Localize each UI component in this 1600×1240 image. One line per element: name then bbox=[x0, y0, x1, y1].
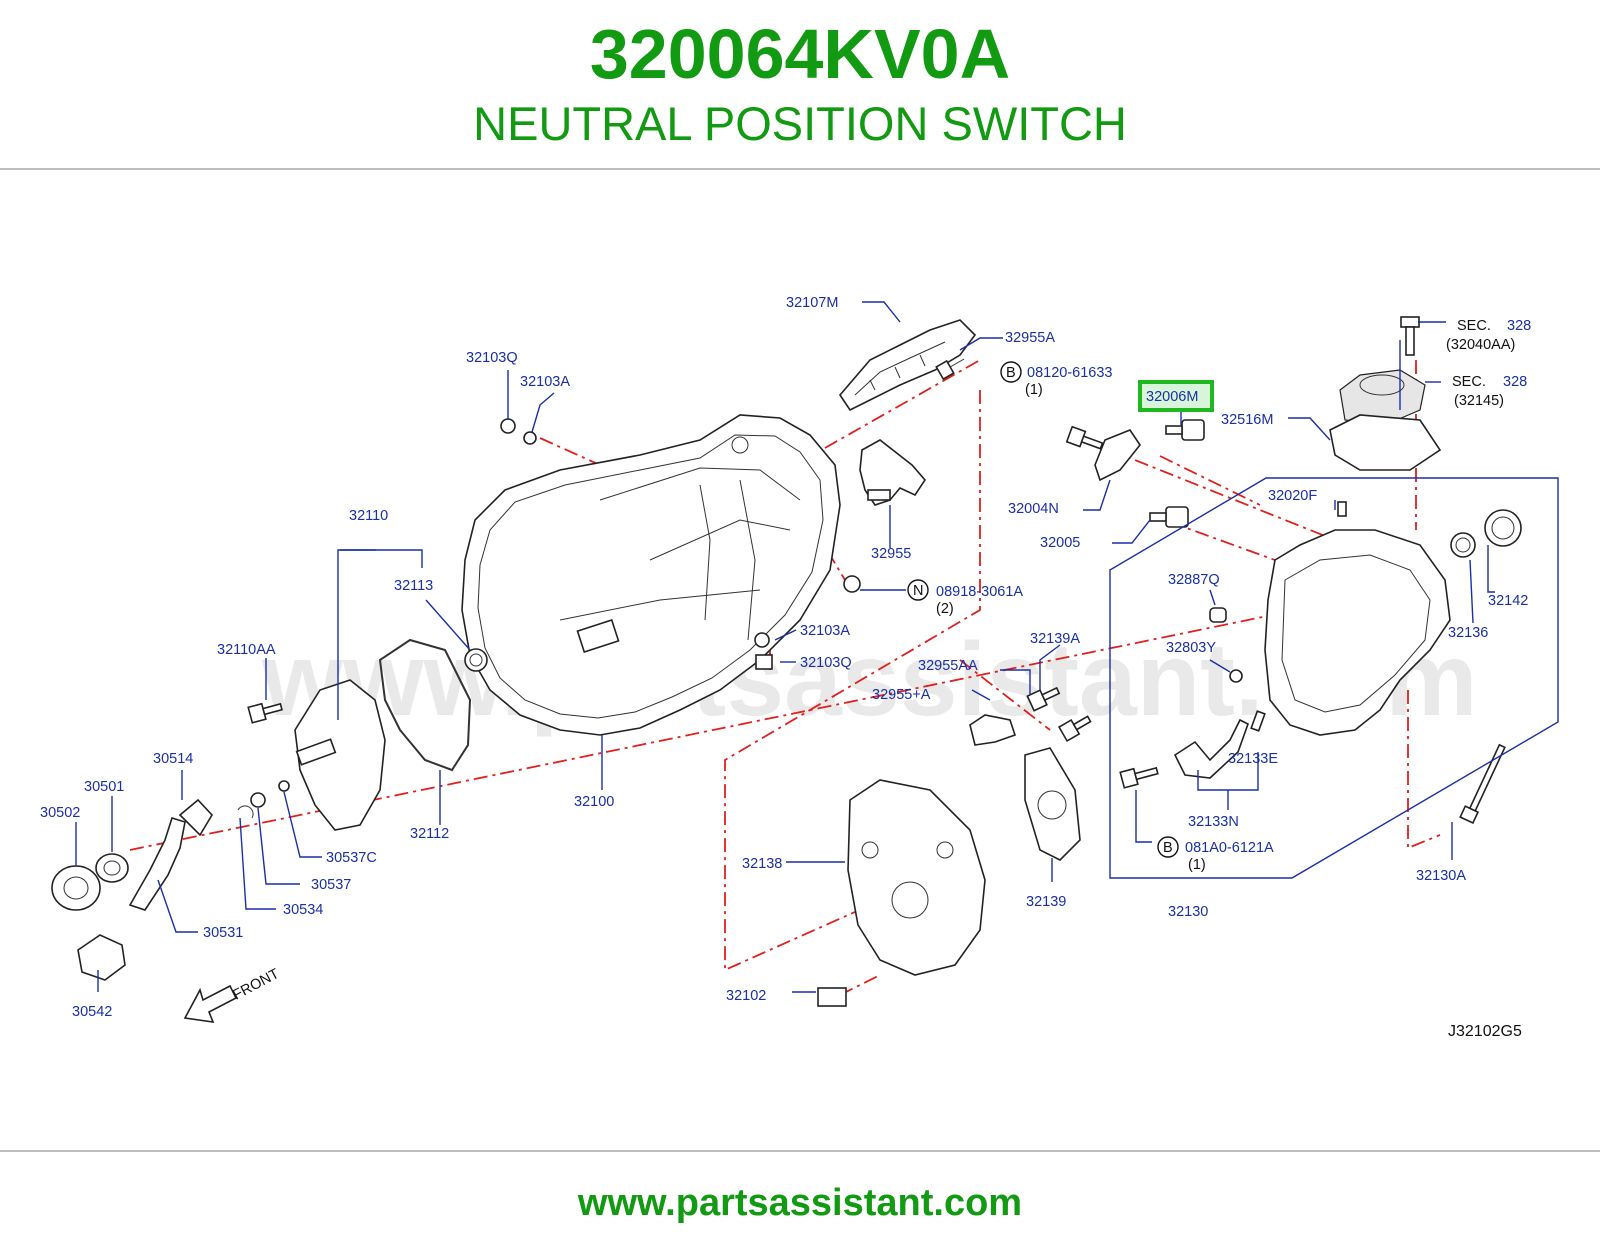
bearing-30501 bbox=[95, 853, 129, 883]
label-sec-2-ref: (32145) bbox=[1454, 393, 1504, 409]
label-sec-1-ref: (32040AA) bbox=[1446, 337, 1515, 353]
label-32130: 32130 bbox=[1168, 904, 1208, 920]
label-sec-2-num: 328 bbox=[1503, 374, 1527, 390]
clutch-housing-32110 bbox=[294, 679, 386, 831]
bracket-32955 bbox=[859, 439, 927, 506]
label-32103A: 32103A bbox=[520, 374, 570, 390]
label-30502: 30502 bbox=[40, 805, 80, 821]
diagram-code: J32102G5 bbox=[1448, 1023, 1522, 1040]
label-32139A: 32139A bbox=[1030, 631, 1080, 647]
boot-30542 bbox=[77, 934, 126, 981]
label-081A0-qty: (1) bbox=[1188, 857, 1206, 873]
group-outline-32130 bbox=[1109, 477, 1559, 879]
label-32133E: 32133E bbox=[1228, 751, 1278, 767]
label-30537C: 30537C bbox=[326, 850, 377, 866]
label-32020F: 32020F bbox=[1268, 488, 1317, 504]
label-sec-1-num: 328 bbox=[1507, 318, 1531, 334]
bracket-32955-plus-a bbox=[969, 714, 1017, 746]
label-32955-plus-A: 32955+A bbox=[872, 687, 931, 703]
label-32887Q: 32887Q bbox=[1168, 572, 1220, 588]
label-32516M: 32516M bbox=[1221, 412, 1273, 428]
highlight-box-32006M bbox=[1138, 380, 1214, 412]
label-30531: 30531 bbox=[203, 925, 243, 941]
label-32955: 32955 bbox=[871, 546, 911, 562]
footer-url[interactable]: www.partsassistant.com bbox=[577, 1182, 1023, 1224]
part-labels: 32107M 32955A 32103Q 32103A 08120-61633 … bbox=[40, 295, 1531, 1040]
label-30534: 30534 bbox=[283, 902, 323, 918]
label-32110AA: 32110AA bbox=[217, 642, 276, 658]
label-32113: 32113 bbox=[394, 578, 433, 594]
label-32102: 32102 bbox=[726, 988, 766, 1004]
footer-divider bbox=[0, 1150, 1600, 1152]
parts-diagram: www.partsassistant.com bbox=[40, 295, 1559, 1040]
release-fork-30531 bbox=[128, 798, 213, 911]
label-32112: 32112 bbox=[410, 826, 449, 842]
switch-assemblies bbox=[1094, 419, 1205, 528]
svg-text:B: B bbox=[1006, 365, 1016, 381]
label-sec-1: SEC. bbox=[1457, 318, 1491, 334]
label-32100: 32100 bbox=[574, 794, 614, 810]
rear-housing-32130 bbox=[1264, 369, 1451, 736]
label-30514: 30514 bbox=[153, 751, 193, 767]
front-label: FRONT bbox=[230, 966, 282, 1004]
label-32004N: 32004N bbox=[1008, 501, 1059, 517]
transmission-case-32100 bbox=[461, 414, 841, 736]
shift-cover-32107M bbox=[838, 319, 977, 412]
label-08120-61633: 08120-61633 bbox=[1027, 365, 1112, 381]
label-32138: 32138 bbox=[742, 856, 782, 872]
label-32130A: 32130A bbox=[1416, 868, 1466, 884]
plate-32139 bbox=[1024, 747, 1081, 861]
label-32103Q: 32103Q bbox=[466, 350, 518, 366]
label-32110: 32110 bbox=[349, 508, 388, 524]
adapter-32138 bbox=[847, 779, 986, 976]
plugs-and-seals bbox=[237, 418, 1522, 1007]
label-32103A-mid: 32103A bbox=[800, 623, 850, 639]
label-081A0-6121A: 081A0-6121A bbox=[1185, 840, 1274, 856]
label-sec-2: SEC. bbox=[1452, 374, 1486, 390]
part-number-title: 320064KV0A bbox=[589, 15, 1011, 93]
label-32103Q-mid: 32103Q bbox=[800, 655, 852, 671]
label-32955AA: 32955AA bbox=[918, 658, 978, 674]
label-08918-qty: (2) bbox=[936, 601, 954, 617]
bolts bbox=[247, 316, 1506, 825]
label-32107M: 32107M bbox=[786, 295, 838, 311]
label-32142: 32142 bbox=[1488, 593, 1528, 609]
label-32139: 32139 bbox=[1026, 894, 1066, 910]
header-divider bbox=[0, 168, 1600, 170]
part-name-subtitle: NEUTRAL POSITION SWITCH bbox=[473, 97, 1127, 150]
front-arrow: FRONT bbox=[183, 966, 282, 1023]
label-30542: 30542 bbox=[72, 1004, 112, 1020]
label-32136: 32136 bbox=[1448, 625, 1488, 641]
label-32955A: 32955A bbox=[1005, 330, 1055, 346]
label-32006M: 32006M bbox=[1146, 389, 1198, 405]
leader-lines bbox=[75, 301, 1495, 993]
label-30537: 30537 bbox=[311, 877, 351, 893]
label-32133N: 32133N bbox=[1188, 814, 1239, 830]
gasket-32112 bbox=[378, 638, 472, 772]
label-08918-3061A: 08918-3061A bbox=[936, 584, 1023, 600]
label-30501: 30501 bbox=[84, 779, 124, 795]
label-32005: 32005 bbox=[1040, 535, 1080, 551]
svg-text:N: N bbox=[913, 583, 923, 599]
label-08120-qty: (1) bbox=[1025, 382, 1043, 398]
svg-text:B: B bbox=[1163, 840, 1173, 856]
label-32803Y: 32803Y bbox=[1166, 640, 1216, 656]
bearing-30502 bbox=[51, 865, 101, 911]
circled-markers: B N B bbox=[907, 361, 1179, 858]
